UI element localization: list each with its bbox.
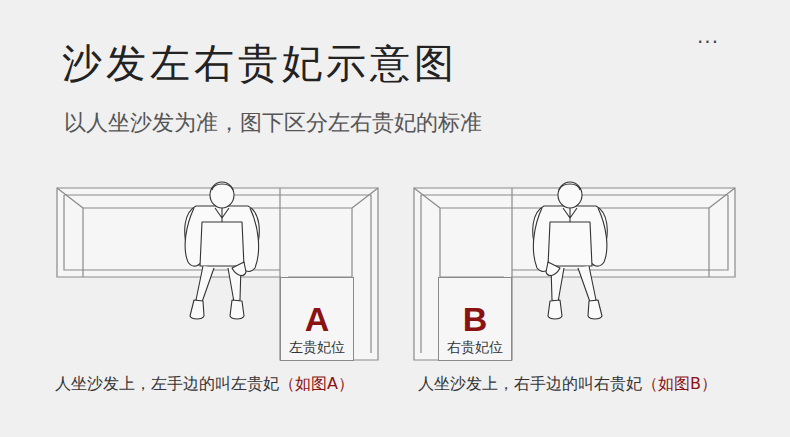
caption-ref: （如图B） [642,374,717,395]
seat-letter: B [463,300,488,338]
seat-name: 右贵妃位 [447,338,503,356]
title: 沙发左右贵妃示意图 [62,36,458,91]
subtitle: 以人坐沙发为准，图下区分左右贵妃的标准 [64,108,482,138]
caption-row: 人坐沙发上，左手边的叫左贵妃（如图A） [55,374,354,395]
caption-row: 人坐沙发上，右手边的叫右贵妃（如图B） [418,374,717,395]
caption-text: 人坐沙发上，右手边的叫右贵妃 [418,374,642,395]
caption-ref: （如图A） [279,374,354,395]
seat-name: 左贵妃位 [289,338,345,356]
seat-letter: A [305,300,330,338]
caption-text: 人坐沙发上，左手边的叫左贵妃 [55,374,279,395]
chaise-seat: A左贵妃位 [280,277,354,361]
chaise-seat: B右贵妃位 [438,277,512,361]
menu-dots: ··· [697,30,719,54]
